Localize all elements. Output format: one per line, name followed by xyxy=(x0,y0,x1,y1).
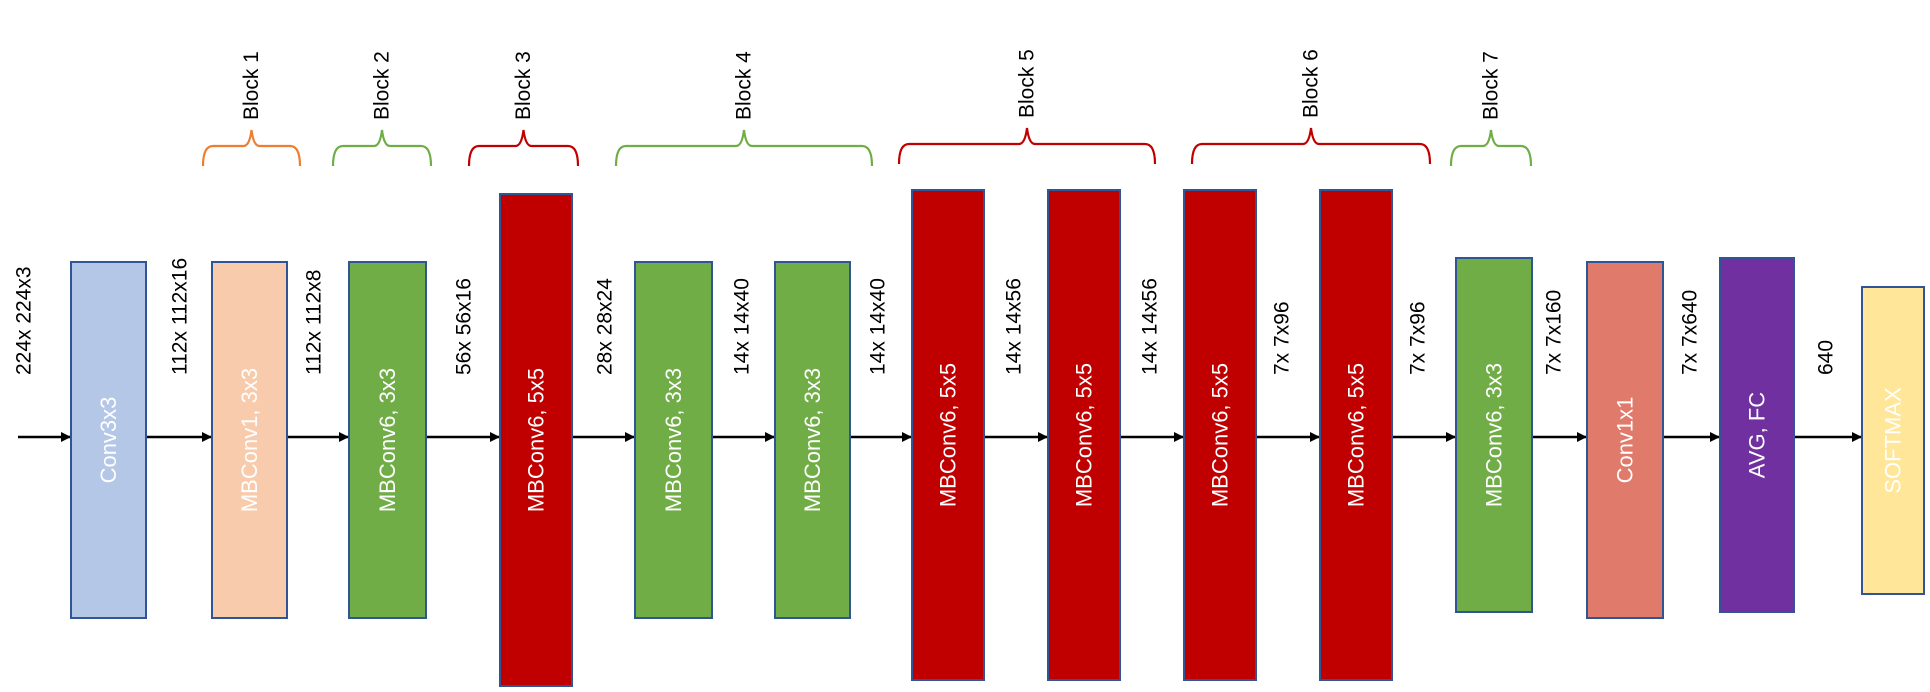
layer-box xyxy=(1047,189,1121,681)
block-bracket xyxy=(1190,127,1432,165)
block-bracket xyxy=(1449,129,1533,167)
block-bracket xyxy=(897,127,1157,165)
layer-box xyxy=(1455,257,1533,613)
layer-label: MBConv6, 3x3 xyxy=(800,368,825,512)
layer-label: Conv3x3 xyxy=(96,397,121,484)
block-label: Block 6 xyxy=(1300,49,1323,118)
layer-label: MBConv6, 5x5 xyxy=(936,363,961,507)
tensor-dimension-label: 224x 224x3 xyxy=(13,266,36,375)
layer-label: AVG, FC xyxy=(1745,392,1770,478)
layer-label: MBConv1, 3x3 xyxy=(237,368,262,512)
tensor-dimension-label: 640 xyxy=(1815,340,1838,375)
block-group: Block 2 xyxy=(331,51,433,167)
block-label: Block 1 xyxy=(240,51,263,120)
layer-block: Conv3x3 xyxy=(70,261,147,619)
tensor-dimension-label: 14x 14x56 xyxy=(1003,278,1026,375)
block-label: Block 7 xyxy=(1480,51,1503,120)
block-group: Block 6 xyxy=(1190,49,1432,165)
layer-block: MBConv6, 3x3 xyxy=(774,261,851,619)
block-bracket xyxy=(201,129,302,167)
block-group: Block 4 xyxy=(614,51,874,167)
tensor-dimension-label: 14x 14x40 xyxy=(731,278,754,375)
layer-box xyxy=(1719,257,1795,613)
layer-box xyxy=(1183,189,1257,681)
block-bracket xyxy=(614,129,874,167)
block-group: Block 3 xyxy=(467,51,580,167)
layers-group: Conv3x3 MBConv1, 3x3 MBConv6, 3x3 MBConv6, … xyxy=(70,189,1925,687)
tensor-dimension-label: 7x 7x96 xyxy=(1271,301,1294,375)
layer-block: MBConv6, 3x3 xyxy=(634,261,713,619)
tensor-dimension-label: 7x 7x640 xyxy=(1679,290,1702,375)
tensor-dimension-label: 14x 14x56 xyxy=(1139,278,1162,375)
dimension-labels-group: 224x 224x3 112x 112x16 112x 112x8 56x 56x16… xyxy=(13,258,1838,375)
layer-label: SOFTMAX xyxy=(1881,387,1906,494)
block-group: Block 7 xyxy=(1449,51,1533,167)
layer-label: MBConv6, 3x3 xyxy=(1482,363,1507,507)
tensor-dimension-label: 14x 14x40 xyxy=(867,278,890,375)
block-bracket xyxy=(331,129,433,167)
layer-box xyxy=(1861,286,1925,595)
layer-block: MBConv6, 5x5 xyxy=(911,189,985,681)
block-label: Block 5 xyxy=(1016,49,1039,118)
layer-block: MBConv6, 5x5 xyxy=(1183,189,1257,681)
tensor-dimension-label: 7x 7x160 xyxy=(1543,290,1566,375)
layer-block: MBConv1, 3x3 xyxy=(211,261,288,619)
layer-label: MBConv6, 5x5 xyxy=(1072,363,1097,507)
block-label: Block 3 xyxy=(512,51,535,120)
block-bracket xyxy=(467,129,580,167)
block-label: Block 2 xyxy=(371,51,394,120)
layer-box xyxy=(1319,189,1393,681)
block-group: Block 1 xyxy=(201,51,302,167)
layer-box xyxy=(211,261,288,619)
layer-box xyxy=(1586,261,1664,619)
block-brackets-group: Block 1 Block 2 Block 3 Block 4 Block 5 Block… xyxy=(201,49,1533,167)
layer-label: MBConv6, 3x3 xyxy=(661,368,686,512)
layer-block: MBConv6, 5x5 xyxy=(1047,189,1121,681)
tensor-dimension-label: 112x 112x8 xyxy=(303,270,326,375)
layer-box xyxy=(911,189,985,681)
layer-box xyxy=(348,261,427,619)
tensor-dimension-label: 28x 28x24 xyxy=(594,278,617,375)
layer-box xyxy=(634,261,713,619)
layer-label: MBConv6, 5x5 xyxy=(1208,363,1233,507)
layer-box xyxy=(499,193,573,687)
tensor-dimension-label: 112x 112x16 xyxy=(169,258,192,375)
tensor-dimension-label: 7x 7x96 xyxy=(1407,301,1430,375)
layer-block: MBConv6, 5x5 xyxy=(499,193,573,687)
layer-box xyxy=(774,261,851,619)
layer-label: Conv1x1 xyxy=(1613,397,1638,484)
layer-block: SOFTMAX xyxy=(1861,286,1925,595)
layer-block: Conv1x1 xyxy=(1586,261,1664,619)
layer-label: MBConv6, 5x5 xyxy=(1344,363,1369,507)
layer-block: MBConv6, 3x3 xyxy=(1455,257,1533,613)
layer-block: AVG, FC xyxy=(1719,257,1795,613)
layer-block: MBConv6, 3x3 xyxy=(348,261,427,619)
tensor-dimension-label: 56x 56x16 xyxy=(453,278,476,375)
block-group: Block 5 xyxy=(897,49,1157,165)
block-label: Block 4 xyxy=(733,51,756,120)
layer-block: MBConv6, 5x5 xyxy=(1319,189,1393,681)
layer-label: MBConv6, 3x3 xyxy=(375,368,400,512)
layer-label: MBConv6, 5x5 xyxy=(524,368,549,512)
layer-box xyxy=(70,261,147,619)
